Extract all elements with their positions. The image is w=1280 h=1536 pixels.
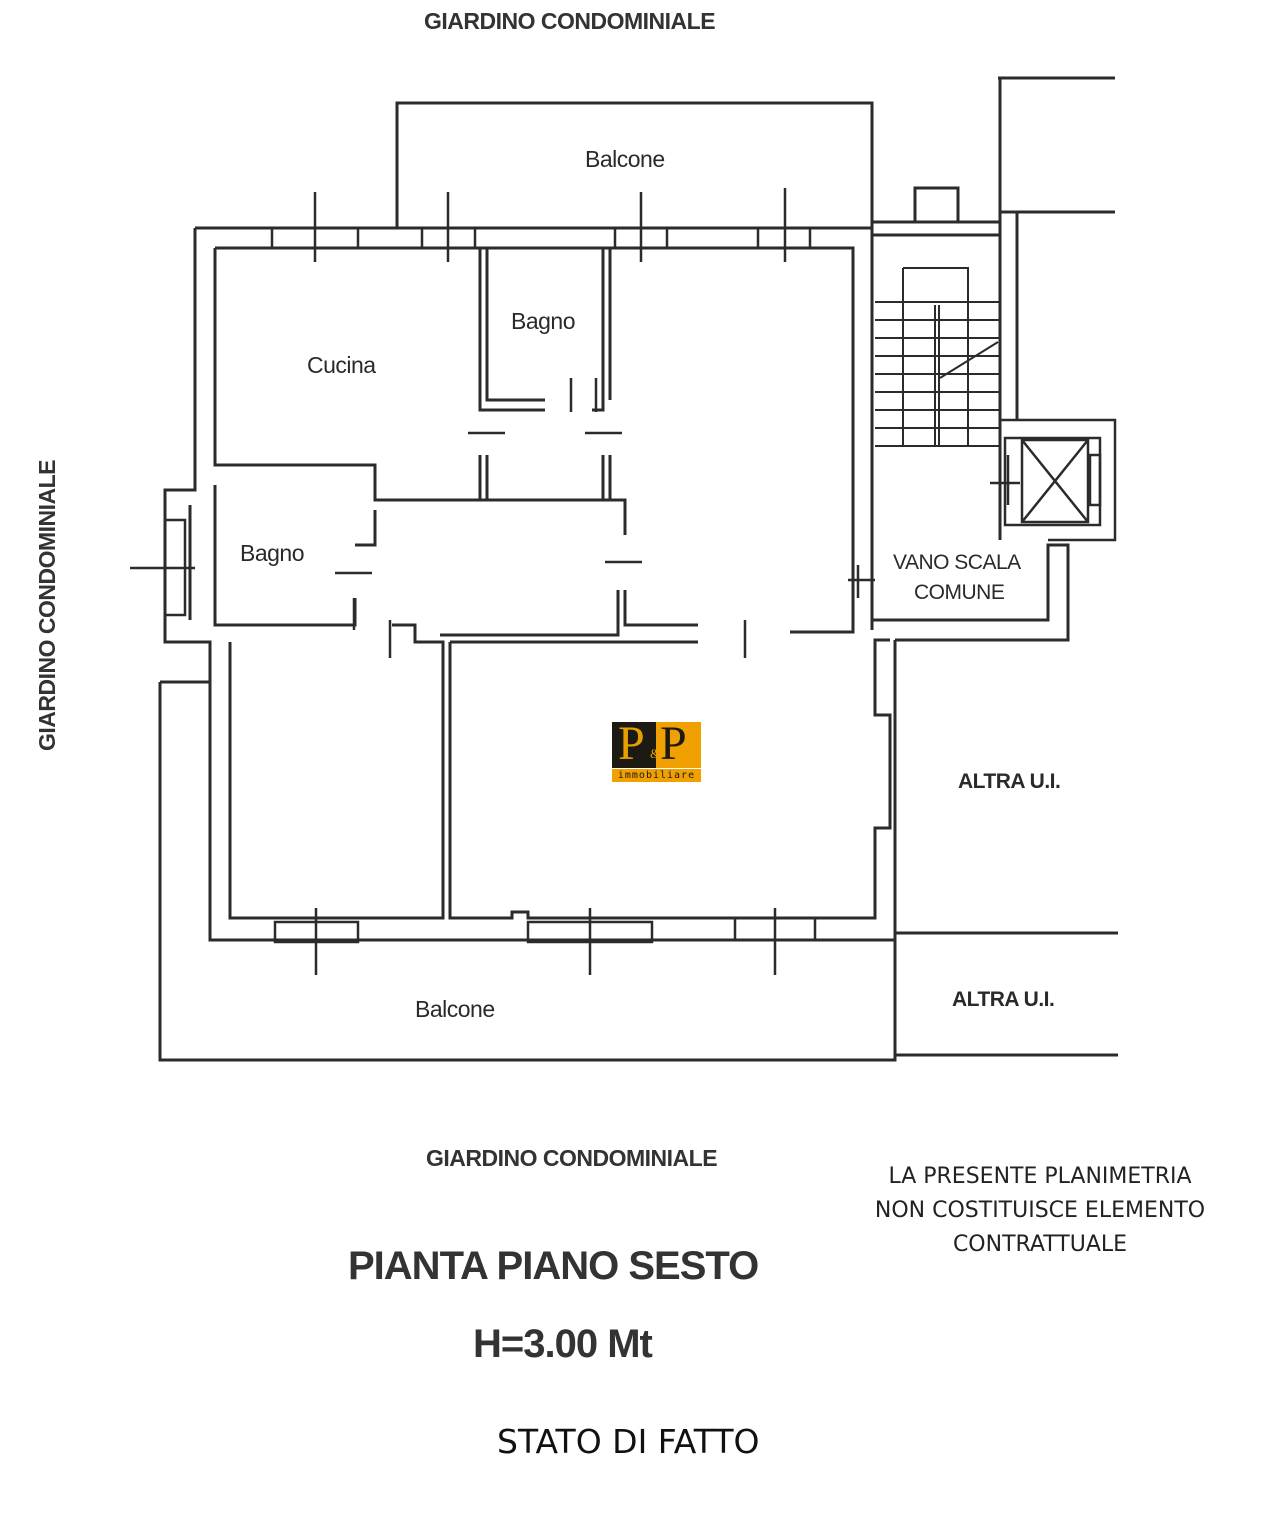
windows <box>130 188 817 975</box>
room-label-stairwell-1: VANO SCALA <box>893 551 1021 574</box>
disclaimer-line-2: NON COSTITUISCE ELEMENTO <box>874 1198 1206 1223</box>
plan-title: PIANTA PIANO SESTO <box>348 1244 759 1288</box>
garden-label-top: GIARDINO CONDOMINIALE <box>424 8 716 34</box>
room-label-balcony-top: Balcone <box>585 146 665 172</box>
stair-door <box>848 565 875 598</box>
room-label-bathroom-left: Bagno <box>240 540 305 566</box>
elevator <box>990 418 1117 542</box>
room-label-kitchen: Cucina <box>307 352 376 378</box>
stairwell-walls <box>870 76 1115 642</box>
inner-wall-line <box>188 246 892 920</box>
bathroom-upper-walls <box>478 248 612 500</box>
disclaimer-line-3: CONTRATTUALE <box>952 1232 1128 1257</box>
balcony-top-outline <box>395 101 874 228</box>
plan-state: STATO DI FATTO <box>497 1422 760 1461</box>
stairs <box>875 267 1000 447</box>
garden-label-bottom: GIARDINO CONDOMINIALE <box>426 1145 718 1171</box>
other-unit-lines <box>895 931 1118 1057</box>
disclaimer: LA PRESENTE PLANIMETRIA NON COSTITUISCE … <box>860 1160 1220 1262</box>
corridor-walls <box>355 510 698 637</box>
balcony-bottom-outline <box>158 680 897 1062</box>
door-markers <box>335 378 747 658</box>
logo-subtitle: immobiliare <box>612 769 701 782</box>
room-label-other-unit-2: ALTRA U.I. <box>952 988 1055 1011</box>
room-label-other-unit-1: ALTRA U.I. <box>958 770 1061 793</box>
garden-label-left: GIARDINO CONDOMINIALE <box>34 459 61 752</box>
room-label-stairwell-2: COMUNE <box>914 581 1005 604</box>
plan-height: H=3.00 Mt <box>473 1322 653 1366</box>
room-label-bathroom-upper: Bagno <box>511 308 576 334</box>
disclaimer-line-1: LA PRESENTE PLANIMETRIA <box>888 1164 1192 1189</box>
room-label-balcony-bottom: Balcone <box>415 996 495 1022</box>
